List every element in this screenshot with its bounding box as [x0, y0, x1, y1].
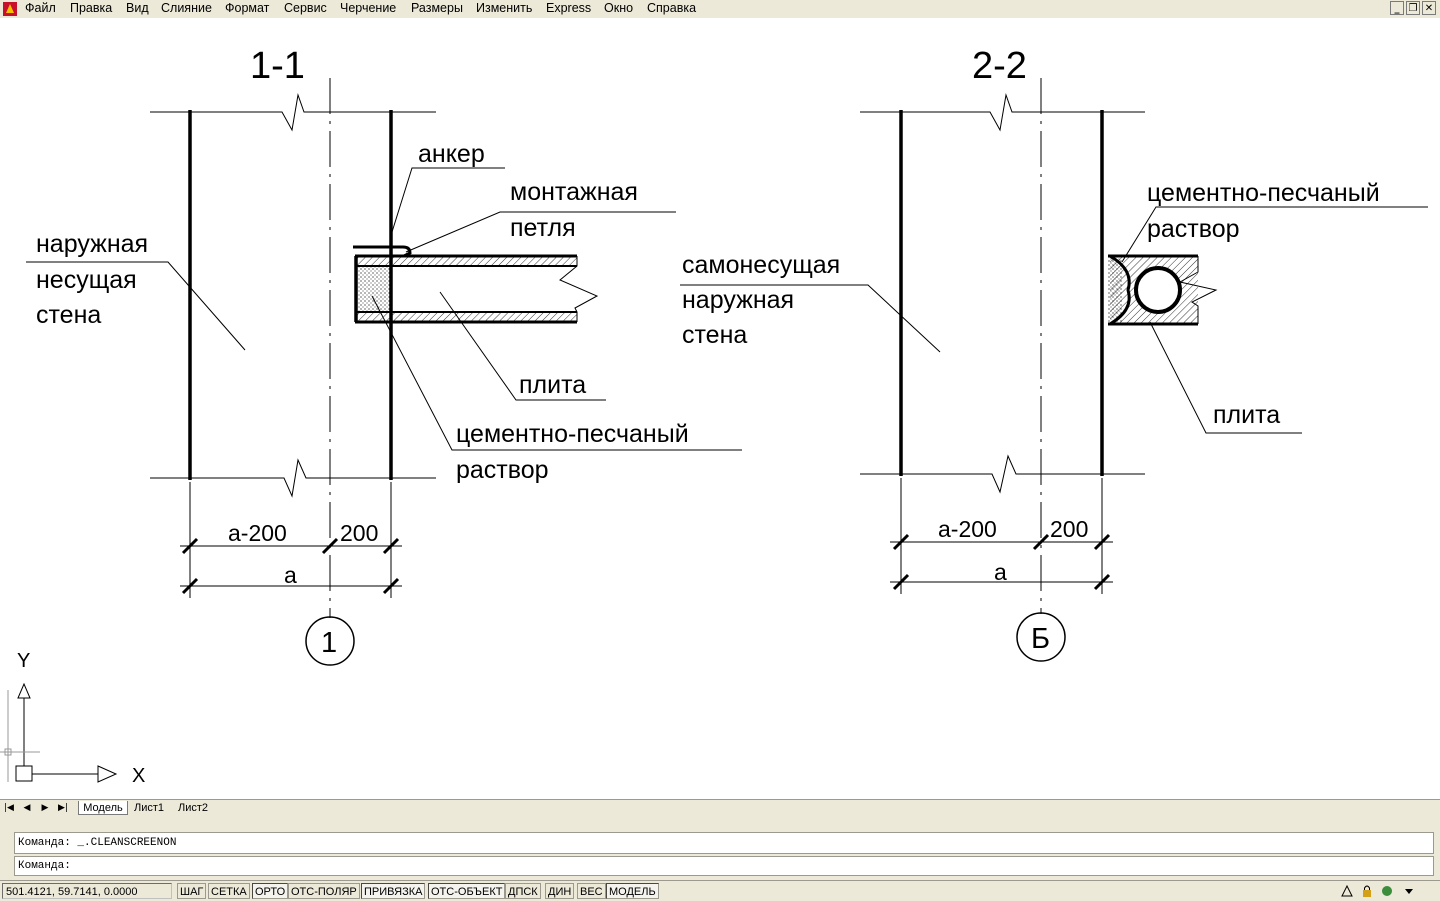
label-slab-1: плита: [519, 371, 586, 399]
anchor-bar-1: [353, 245, 412, 258]
polar-toggle[interactable]: ОТС-ПОЛЯР: [288, 883, 360, 899]
menu-window[interactable]: Окно: [604, 1, 634, 15]
section-1-1: 1-1 наружная несущая стен: [26, 45, 742, 666]
label-anchor: анкер: [418, 140, 485, 168]
model-toggle[interactable]: МОДЕЛЬ: [606, 883, 659, 899]
command-prompt: Команда:: [18, 860, 71, 872]
slab-2: [1108, 254, 1218, 326]
ucs-y-label: Y: [17, 650, 30, 672]
tab-model[interactable]: Модель: [78, 801, 128, 815]
axis-label-2: Б: [1031, 623, 1050, 655]
menu-dimension[interactable]: Размеры: [411, 1, 463, 15]
menu-modify[interactable]: Изменить: [476, 1, 533, 15]
last-tab-button[interactable]: ▶|: [58, 803, 68, 813]
axis-bubble-1: [305, 616, 355, 666]
grid-toggle[interactable]: СЕТКА: [208, 883, 250, 899]
leader-loop-1: [405, 211, 676, 253]
snap-toggle[interactable]: ШАГ: [177, 883, 207, 899]
dim-text-2-a200: а-200: [938, 516, 997, 542]
prev-tab-button[interactable]: ◀: [23, 803, 31, 813]
coordinates-readout: 501.4121, 59.7141, 0.0000: [2, 883, 172, 899]
leader-anchor-1: [391, 167, 505, 233]
slab-1: [354, 254, 599, 324]
leader-wall-1: [26, 261, 246, 351]
dim-text-2-200: 200: [1050, 516, 1088, 542]
menu-file[interactable]: Файл: [25, 1, 56, 15]
leader-wall-2: [680, 284, 941, 353]
label-mortar-2-line2: раствор: [1147, 215, 1240, 243]
command-line-input[interactable]: Команда:: [14, 856, 1434, 876]
layout-tabs-bar: |◀ ◀ ▶ ▶| Модель Лист1 Лист2: [0, 799, 1440, 817]
dimensions-1: [180, 482, 402, 598]
label-wall-2-line3: стена: [682, 321, 747, 349]
annotation-scale-icon[interactable]: [1340, 884, 1354, 898]
label-wall-2-line1: самонесущая: [682, 251, 840, 279]
label-wall-1-line3: стена: [36, 301, 101, 329]
dyn-toggle[interactable]: ДИН: [545, 883, 575, 899]
command-history: Команда: _.CLEANSCREENON: [14, 832, 1434, 854]
menu-merge[interactable]: Слияние: [161, 1, 212, 15]
ducs-toggle[interactable]: ДПСК: [505, 883, 541, 899]
dim-text-2-a: а: [994, 559, 1007, 585]
menu-edit[interactable]: Правка: [70, 1, 113, 15]
restore-button[interactable]: ❐: [1406, 1, 1420, 15]
dim-text-1-a200: а-200: [228, 520, 287, 546]
leader-mortar-1: [371, 295, 742, 451]
label-mortar-1-line1: цементно-песчаный: [456, 420, 689, 448]
minimize-button[interactable]: _: [1390, 1, 1404, 15]
label-wall-2-line2: наружная: [682, 286, 794, 314]
label-mortar-2-line1: цементно-песчаный: [1147, 179, 1380, 207]
ortho-toggle[interactable]: ОРТО: [252, 883, 289, 899]
tab-sheet1[interactable]: Лист1: [134, 802, 165, 814]
app-icon[interactable]: [3, 2, 17, 16]
menu-draw[interactable]: Черчение: [340, 1, 397, 15]
label-loop-line2: петля: [510, 214, 576, 242]
break-line-bottom-2: [860, 454, 1145, 494]
dimensions-2: [890, 478, 1113, 594]
label-loop-line1: монтажная: [510, 178, 638, 206]
axis-label-1: 1: [321, 627, 337, 659]
leader-mortar-2: [1121, 206, 1428, 263]
close-button[interactable]: ✕: [1422, 1, 1436, 15]
lock-icon[interactable]: [1360, 884, 1374, 898]
lineweight-toggle[interactable]: ВЕС: [577, 883, 606, 899]
break-line-top-1: [150, 93, 436, 132]
ucs-icon: X Y: [0, 650, 145, 787]
break-line-top-2: [860, 93, 1145, 132]
osnap-toggle[interactable]: ПРИВЯЗКА: [361, 883, 426, 899]
leader-slab-1: [439, 291, 606, 401]
drawing-svg[interactable]: 1-1 наружная несущая стен: [0, 18, 1440, 799]
menu-help[interactable]: Справка: [647, 1, 697, 15]
drawing-canvas[interactable]: 1-1 наружная несущая стен: [0, 18, 1440, 799]
menu-bar: Файл Правка Вид Слияние Формат Сервис Че…: [0, 0, 1440, 19]
menu-tools[interactable]: Сервис: [284, 1, 327, 15]
menu-view[interactable]: Вид: [126, 1, 149, 15]
label-wall-1-line1: наружная: [36, 230, 148, 258]
label-mortar-1-line2: раствор: [456, 456, 549, 484]
label-slab-2: плита: [1213, 401, 1280, 429]
break-line-bottom-1: [150, 458, 436, 498]
dim-text-1-a: а: [284, 562, 297, 588]
label-wall-1-line2: несущая: [36, 266, 137, 294]
section-1-title: 1-1: [250, 45, 305, 87]
command-window: Команда: _.CLEANSCREENON Команда:: [0, 816, 1440, 880]
chevron-down-icon[interactable]: [1402, 884, 1416, 898]
axis-bubble-2: [1016, 612, 1066, 662]
menu-express[interactable]: Express: [546, 1, 592, 15]
leader-slab-2: [1149, 321, 1302, 434]
first-tab-button[interactable]: |◀: [4, 803, 14, 813]
status-bar: 501.4121, 59.7141, 0.0000 ШАГ СЕТКА ОРТО…: [0, 880, 1440, 901]
menu-format[interactable]: Формат: [225, 1, 270, 15]
comm-center-icon[interactable]: [1380, 884, 1394, 898]
section-2-title: 2-2: [972, 45, 1027, 87]
tab-sheet2[interactable]: Лист2: [178, 802, 209, 814]
next-tab-button[interactable]: ▶: [41, 803, 49, 813]
ucs-x-label: X: [132, 765, 145, 787]
section-2-2: 2-2 самонесущая наружная стена цементно-…: [680, 45, 1428, 662]
otrack-toggle[interactable]: ОТС-ОБЪЕКТ: [428, 883, 506, 899]
dim-text-1-200: 200: [340, 520, 378, 546]
